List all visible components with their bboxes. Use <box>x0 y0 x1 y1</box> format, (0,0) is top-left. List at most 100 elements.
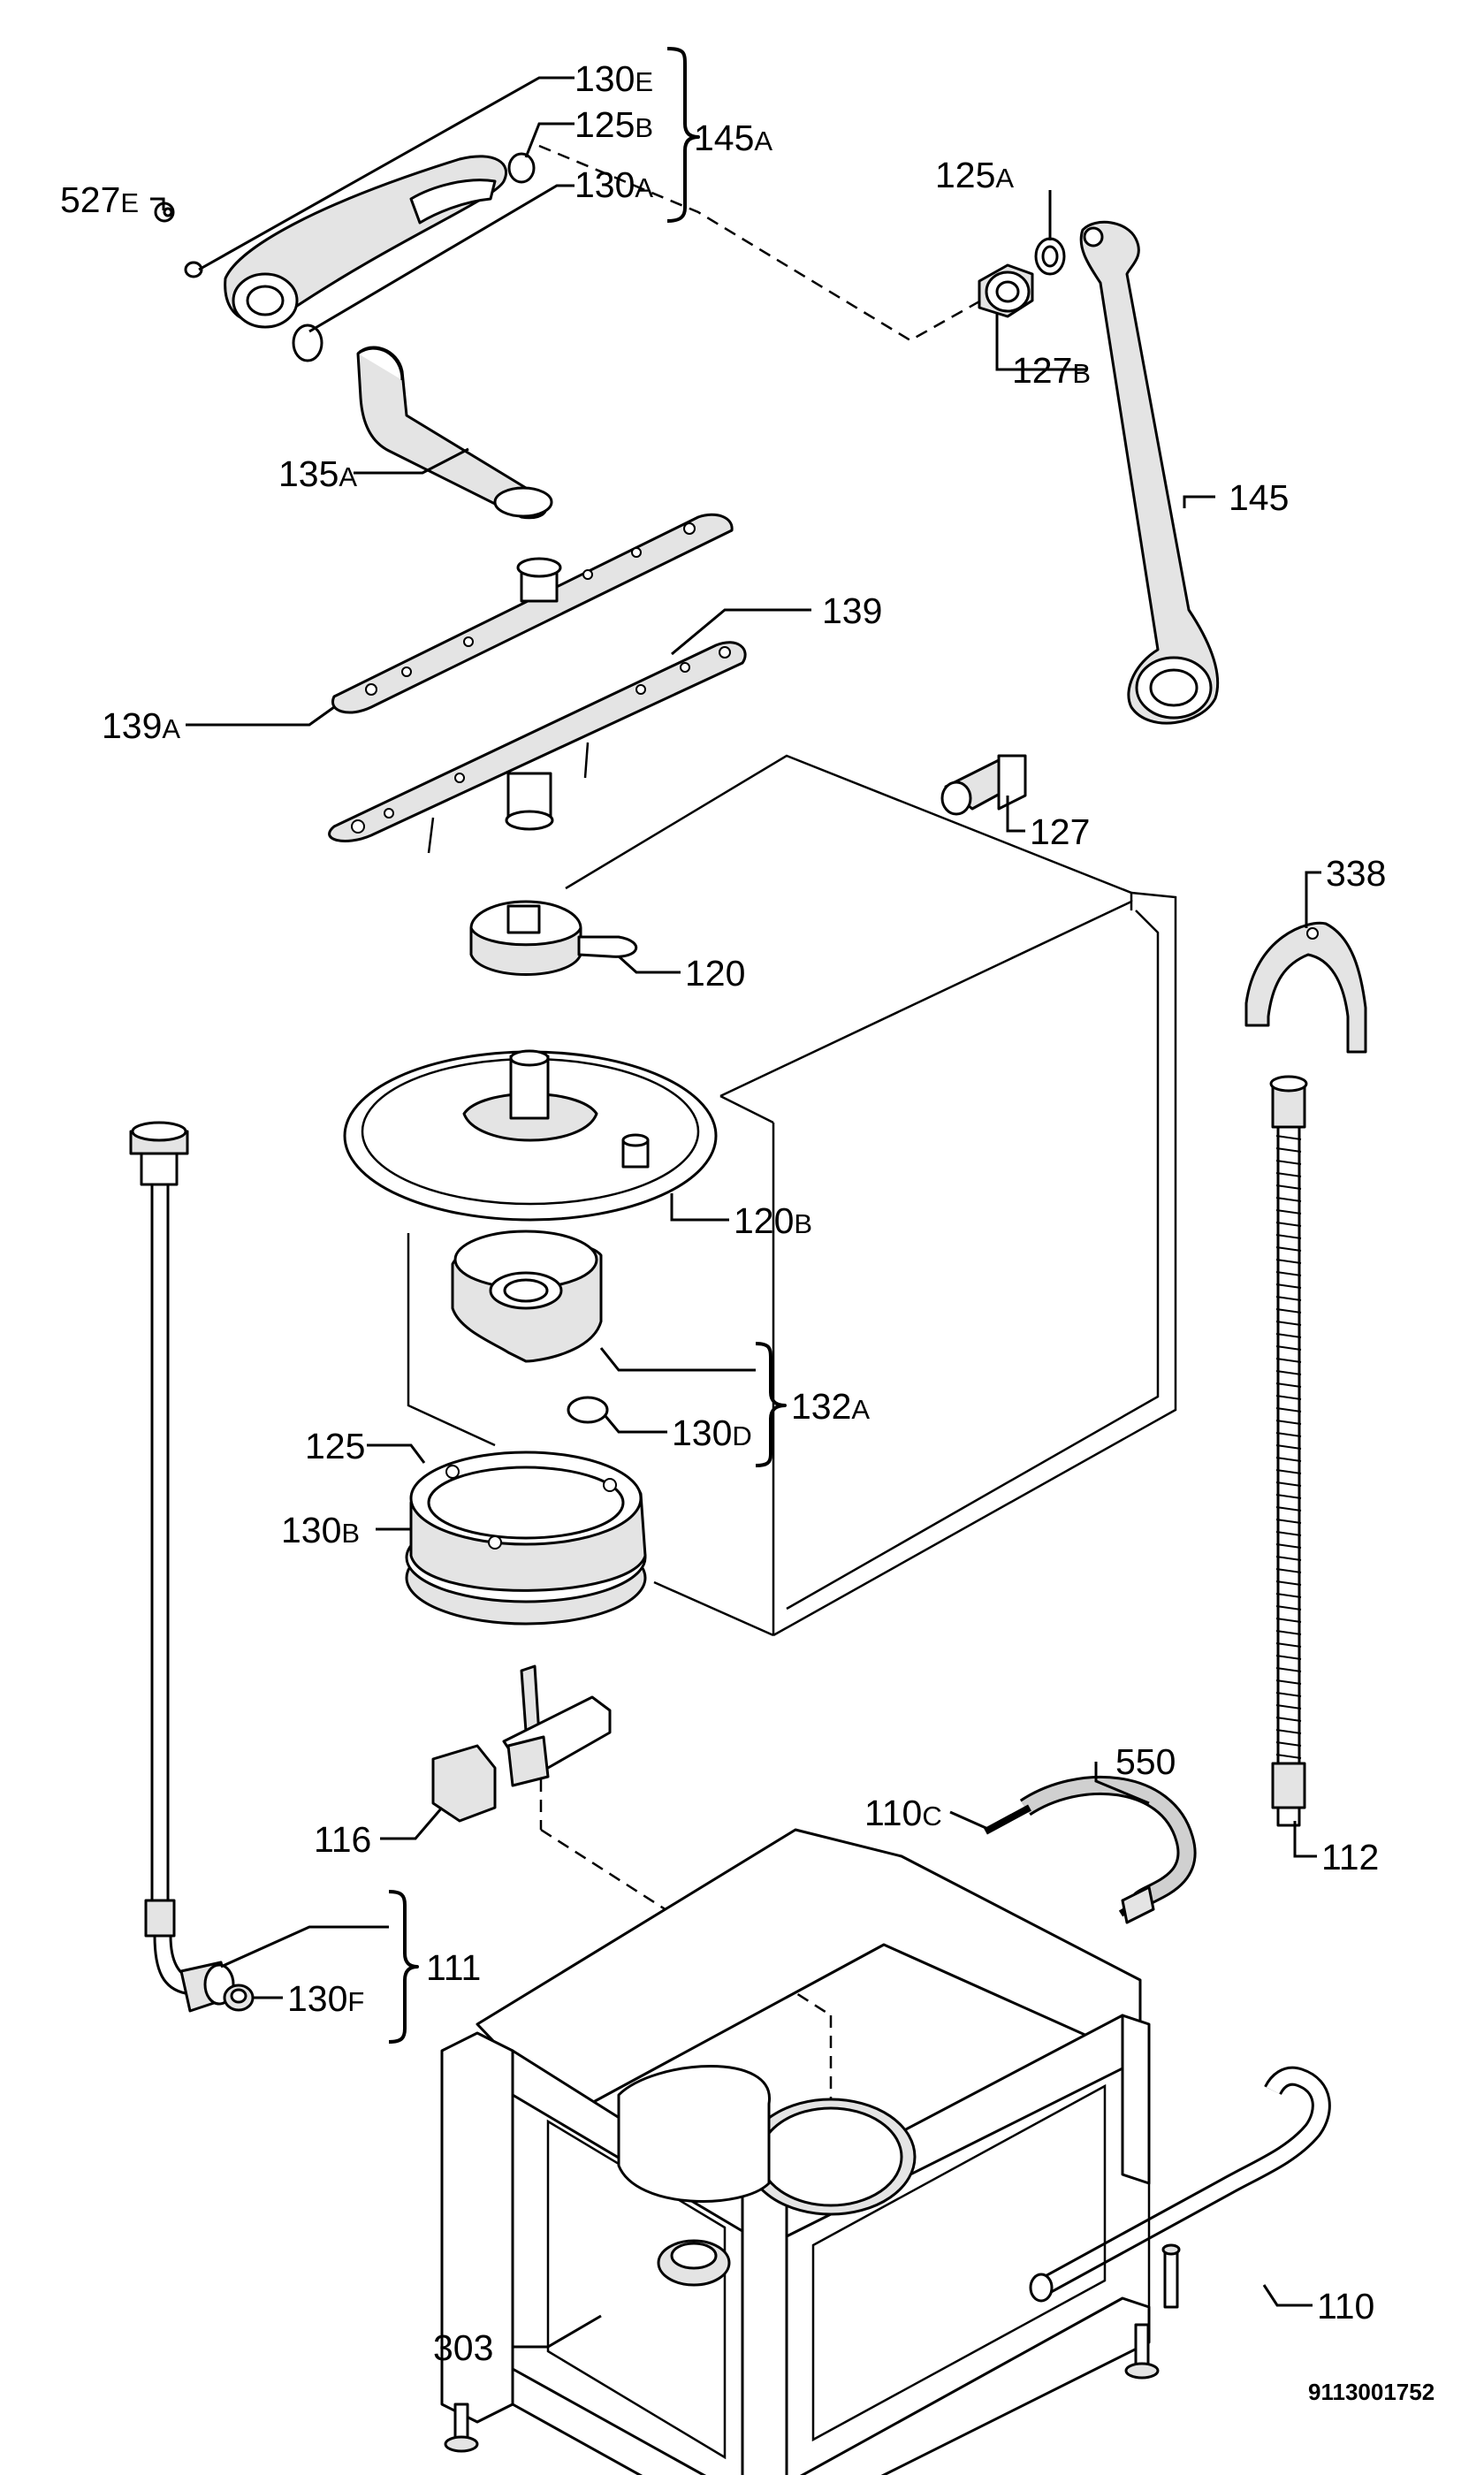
hose-corrugation <box>1275 1469 1302 1474</box>
label-527e: 527E <box>60 179 139 220</box>
clip-338 <box>1244 921 1367 1054</box>
label-338: 338 <box>1326 853 1386 894</box>
label-132a: 132A <box>791 1386 870 1427</box>
label-130f: 130F <box>287 1978 364 2019</box>
hose-corrugation <box>1275 1333 1302 1338</box>
hose-corrugation <box>1275 1717 1302 1722</box>
label-139: 139 <box>822 590 882 631</box>
spray-arm-139 <box>328 641 747 854</box>
hose-corrugation <box>1275 1494 1302 1499</box>
hose-corrugation <box>1275 1407 1302 1413</box>
hose-corrugation <box>1275 1246 1302 1252</box>
hose-corrugation <box>1275 1618 1302 1623</box>
hose-corrugation <box>1275 1481 1302 1487</box>
pipe-145 <box>1079 220 1220 725</box>
hose-corrugation <box>1275 1283 1302 1289</box>
pipe-135a <box>356 346 553 520</box>
label-127b: 127B <box>1012 350 1091 391</box>
hose-corrugation <box>1275 1271 1302 1276</box>
hose-corrugation <box>1275 1395 1302 1400</box>
hose-corrugation <box>1275 1358 1302 1363</box>
hose-corrugation <box>1275 1655 1302 1660</box>
label-130b: 130B <box>281 1510 360 1550</box>
hose-corrugation <box>1275 1222 1302 1227</box>
label-110: 110 <box>1317 2286 1374 2326</box>
part-labels: 130E 125B 145A 130A 527E 125A 127B 135A … <box>60 58 1435 2405</box>
hose-corrugation <box>1275 1296 1302 1301</box>
hose-corrugation <box>1275 1420 1302 1425</box>
label-120b: 120B <box>734 1200 812 1241</box>
hose-corrugation <box>1275 1370 1302 1375</box>
hose-corrugation <box>1275 1605 1302 1611</box>
ring-125a <box>1034 237 1066 276</box>
inlet-hose-111 <box>129 1121 255 2013</box>
label-145: 145 <box>1229 477 1289 518</box>
hose-corrugation <box>1275 1568 1302 1573</box>
hose-112 <box>1269 1075 1308 1827</box>
hose-corrugation <box>1275 1667 1302 1672</box>
hose-corrugation <box>1275 1172 1302 1177</box>
nut-127b <box>978 263 1034 318</box>
upper-spray-arm <box>154 152 536 362</box>
hose-corrugation <box>1275 1692 1302 1697</box>
label-135a: 135A <box>278 453 357 494</box>
label-110c: 110C <box>864 1793 942 1833</box>
label-130d: 130D <box>672 1413 752 1453</box>
group-brace-132a <box>755 1342 787 1467</box>
label-303: 303 <box>433 2327 493 2368</box>
label-112: 112 <box>1321 1837 1379 1877</box>
hose-corrugation <box>1275 1642 1302 1648</box>
label-130a: 130A <box>575 164 653 205</box>
hose-corrugation <box>1275 1345 1302 1351</box>
label-127: 127 <box>1030 811 1090 852</box>
hose-corrugation <box>1275 1234 1302 1239</box>
tub-cabinet-outline <box>407 754 1177 1637</box>
label-550: 550 <box>1115 1741 1176 1782</box>
label-116: 116 <box>314 1819 371 1860</box>
label-125b: 125B <box>575 104 653 145</box>
sump-ring-125 <box>405 1451 647 1626</box>
label-120: 120 <box>685 953 745 994</box>
spray-arm-139a <box>331 513 734 714</box>
filter-housing-132a <box>451 1230 609 1424</box>
hose-corrugation <box>1275 1593 1302 1598</box>
hose-corrugation <box>1275 1382 1302 1388</box>
leader-lines <box>150 76 1321 2349</box>
hose-corrugation <box>1275 1160 1302 1165</box>
hose-corrugation <box>1275 1259 1302 1264</box>
hose-corrugation <box>1275 1308 1302 1314</box>
hose-corrugation <box>1275 1197 1302 1202</box>
hose-corrugation <box>1275 1457 1302 1462</box>
hose-corrugation <box>1275 1630 1302 1635</box>
hose-corrugation <box>1275 1531 1302 1536</box>
hose-corrugation <box>1275 1519 1302 1524</box>
document-id: 9113001752 <box>1308 2379 1435 2405</box>
filter-plate-120b <box>343 1049 718 1222</box>
label-130e: 130E <box>575 58 653 99</box>
hose-corrugation <box>1275 1506 1302 1512</box>
hose-550 <box>984 1776 1197 1924</box>
hose-corrugation <box>1275 1184 1302 1190</box>
label-111: 111 <box>426 1947 481 1988</box>
hose-corrugation <box>1275 1754 1302 1759</box>
hose-corrugation <box>1275 1543 1302 1549</box>
filter-120 <box>469 900 638 976</box>
hose-corrugation <box>1275 1580 1302 1586</box>
hose-corrugation <box>1275 1741 1302 1747</box>
group-brace-111 <box>388 1890 419 2044</box>
hose-corrugation <box>1275 1729 1302 1734</box>
group-brace-145a <box>666 47 700 223</box>
hose-corrugation <box>1275 1704 1302 1710</box>
hose-corrugation <box>1275 1444 1302 1450</box>
hose-corrugation <box>1275 1135 1302 1140</box>
connector-127 <box>940 754 1027 816</box>
hose-corrugation <box>1275 1556 1302 1561</box>
drain-hose-110 <box>1029 2066 1331 2303</box>
base-frame-303 <box>440 1828 1181 2475</box>
label-125: 125 <box>305 1426 365 1466</box>
label-145a: 145A <box>694 118 772 158</box>
valve-116 <box>431 1664 612 1823</box>
hose-corrugation <box>1275 1321 1302 1326</box>
hose-corrugation <box>1275 1679 1302 1685</box>
